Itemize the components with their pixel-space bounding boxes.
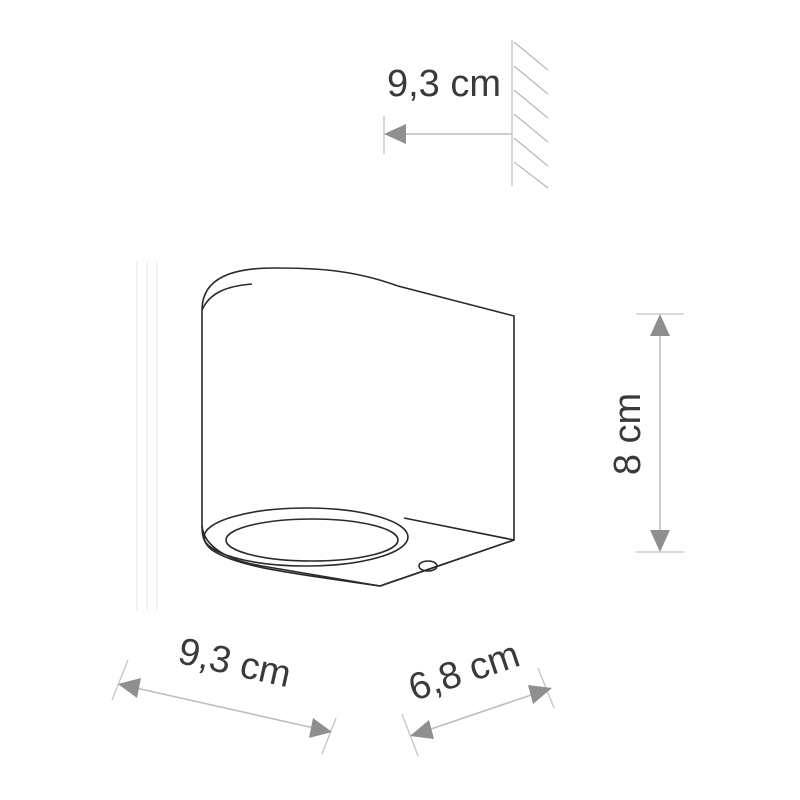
wall-projection-dimension: 9,3 cm bbox=[383, 40, 549, 189]
depth-label: 6,8 cm bbox=[403, 634, 524, 710]
depth-extension-left bbox=[401, 713, 419, 757]
height-arrow-bottom bbox=[650, 530, 670, 552]
housing-outline bbox=[201, 267, 515, 587]
depth-arrow-right bbox=[528, 685, 552, 704]
width-arrow-right bbox=[309, 718, 332, 738]
width-extension-right bbox=[321, 717, 337, 755]
depth-dimension: 6,8 cm bbox=[401, 634, 555, 757]
width-extension-left bbox=[111, 659, 129, 701]
wall-hatching bbox=[513, 41, 549, 189]
width-label: 9,3 cm bbox=[174, 630, 294, 696]
lens-ring-outer bbox=[203, 507, 409, 567]
width-dimension-line bbox=[135, 687, 315, 729]
height-dimension: 8 cm bbox=[607, 313, 684, 553]
depth-arrow-left bbox=[410, 720, 434, 739]
projection-arrow-head bbox=[384, 124, 406, 144]
width-arrow-left bbox=[118, 678, 141, 698]
height-label: 8 cm bbox=[607, 393, 649, 475]
depth-dimension-line bbox=[427, 693, 535, 731]
height-arrow-top bbox=[650, 314, 670, 336]
width-dimension: 9,3 cm bbox=[111, 630, 337, 755]
screw-icon bbox=[418, 560, 438, 572]
lamp-body bbox=[136, 262, 515, 610]
lens-ring-inner bbox=[225, 518, 399, 562]
front-face-edge bbox=[201, 283, 253, 311]
projection-label: 9,3 cm bbox=[387, 63, 501, 105]
